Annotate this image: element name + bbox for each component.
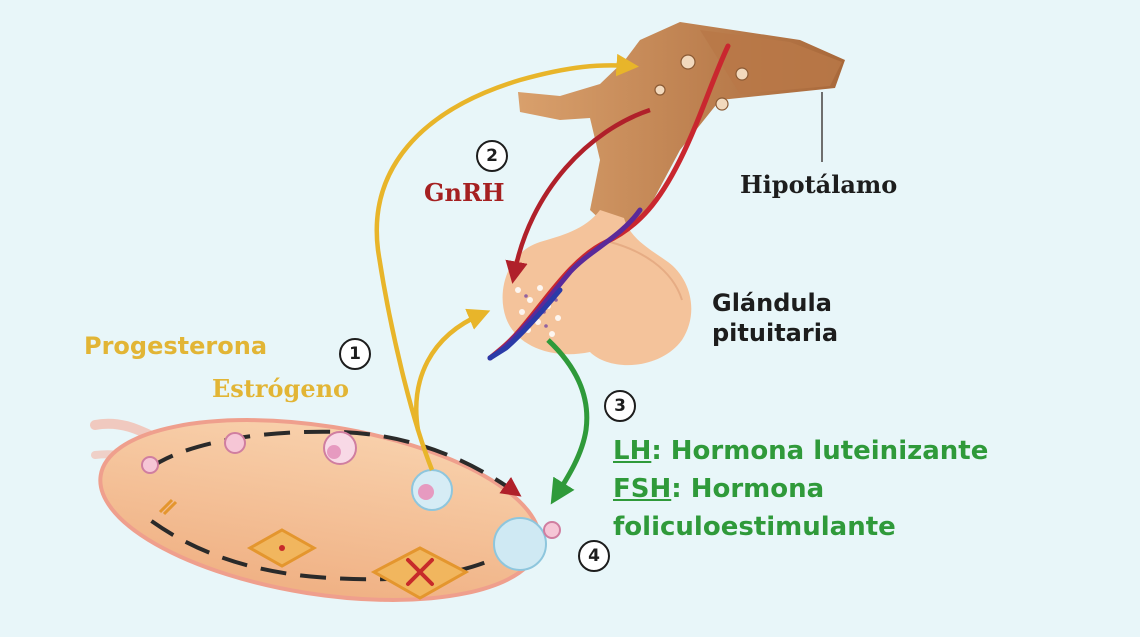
step-1-marker: 1 xyxy=(339,338,371,370)
step-4-marker: 4 xyxy=(578,540,610,572)
estrogeno-label: Estrógeno xyxy=(212,374,350,403)
hormone-feedback-arrow xyxy=(374,53,639,471)
pituitary-label-line2: pituitaria xyxy=(712,319,839,347)
lh-abbr: LH xyxy=(613,436,652,466)
fsh-line-2: foliculoestimulante xyxy=(613,512,896,542)
fsh-text: : Hormona xyxy=(671,474,825,504)
portal-blood-vessel xyxy=(487,43,731,361)
lh-line: LH: Hormona luteinizante xyxy=(613,432,988,470)
step-3-marker: 3 xyxy=(604,390,636,422)
follicle-icon xyxy=(141,431,561,571)
pituitary-label: Glándula pituitaria xyxy=(712,288,838,348)
pituitary-gland-illustration xyxy=(502,210,692,366)
fsh-abbr: FSH xyxy=(613,474,672,504)
gnrh-arrow xyxy=(505,107,651,284)
lh-fsh-label: LH: Hormona luteinizante FSH: Hormona fo… xyxy=(613,432,988,546)
lh-fsh-arrow xyxy=(546,338,590,505)
corpus-luteum-icon xyxy=(158,498,470,600)
ovary-illustration xyxy=(90,418,561,602)
hypothalamus-illustration xyxy=(518,22,845,238)
hipotalamo-label: Hipotálamo xyxy=(740,170,898,199)
gnrh-label: GnRH xyxy=(424,178,505,207)
progesterona-label: Progesterona xyxy=(84,332,268,360)
pituitary-label-line1: Glándula xyxy=(712,289,832,317)
step-2-marker: 2 xyxy=(476,140,508,172)
fsh-line: FSH: Hormona xyxy=(613,470,988,508)
lh-text: : Hormona luteinizante xyxy=(651,436,989,466)
